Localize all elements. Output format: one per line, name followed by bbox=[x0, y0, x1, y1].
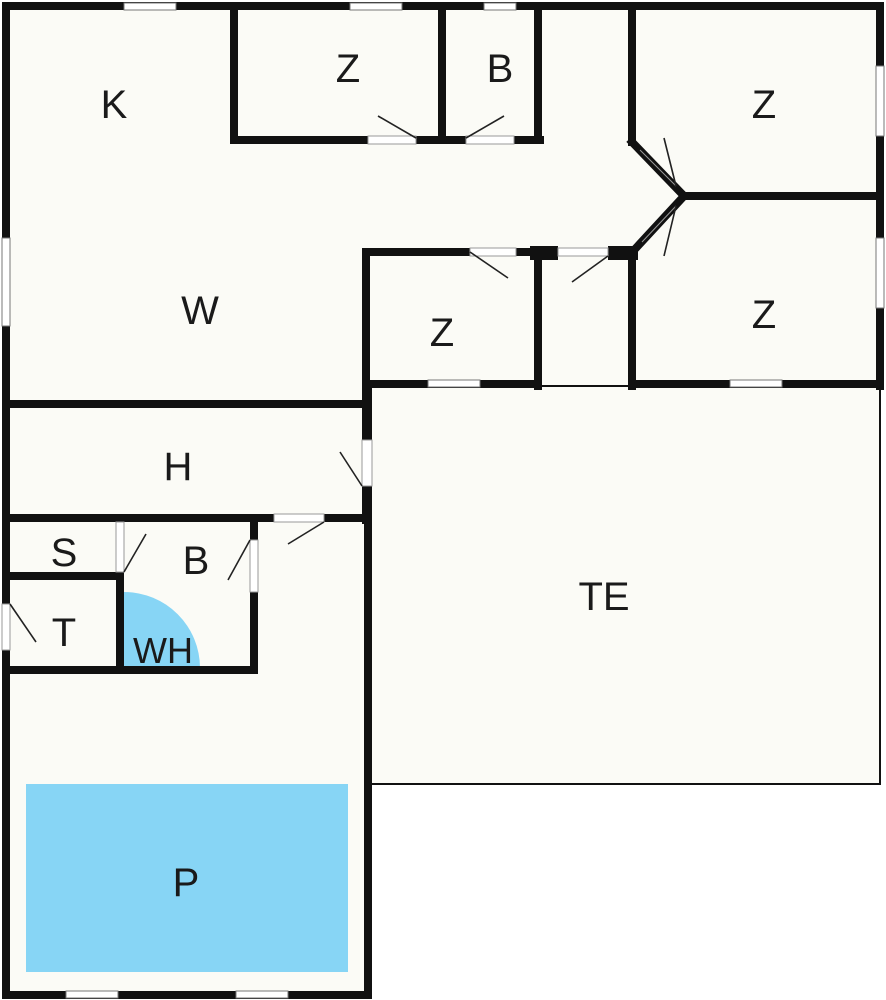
doors bbox=[1, 115, 677, 651]
door-opening bbox=[557, 247, 609, 257]
door-opening bbox=[367, 135, 417, 145]
door-swing bbox=[339, 451, 363, 487]
window bbox=[235, 990, 289, 999]
label-bedroom-top-left: Z bbox=[336, 47, 360, 91]
whirlpool-tub bbox=[124, 592, 200, 668]
door-swing bbox=[123, 533, 147, 573]
door-opening bbox=[273, 513, 325, 523]
door-opening bbox=[639, 149, 677, 187]
door-opening bbox=[465, 135, 515, 145]
label-toilet: T bbox=[52, 611, 76, 655]
label-storage: S bbox=[51, 531, 78, 575]
door-swing bbox=[377, 115, 417, 139]
window bbox=[875, 65, 885, 137]
room-labels: K W Z B Z Z Z H S T B WH TE P bbox=[51, 47, 777, 905]
door-swing bbox=[465, 115, 505, 139]
label-bath-top: B bbox=[487, 47, 514, 91]
door-opening bbox=[1, 603, 11, 651]
door-opening bbox=[115, 521, 125, 573]
door-swing bbox=[227, 539, 251, 581]
label-kitchen: K bbox=[101, 83, 128, 127]
door-swing bbox=[469, 251, 509, 279]
window bbox=[875, 237, 885, 309]
window bbox=[123, 2, 177, 11]
door-opening bbox=[361, 439, 373, 487]
main-floor bbox=[6, 6, 880, 995]
door-swing bbox=[571, 255, 609, 283]
door-swing bbox=[9, 603, 37, 643]
door-swing bbox=[287, 521, 325, 545]
pool-basin bbox=[26, 784, 348, 972]
door-opening bbox=[641, 205, 677, 243]
terrace-floor bbox=[367, 385, 881, 785]
floor-areas bbox=[6, 6, 881, 995]
window bbox=[349, 2, 403, 11]
door-swing bbox=[663, 137, 677, 187]
window bbox=[1, 237, 11, 327]
label-bedroom-middle: Z bbox=[430, 311, 454, 355]
label-bedroom-top-right: Z bbox=[752, 83, 776, 127]
label-whirlpool: WH bbox=[133, 630, 193, 671]
window bbox=[483, 2, 517, 11]
label-terrace: TE bbox=[578, 575, 629, 619]
window bbox=[427, 379, 481, 388]
label-bath-bottom: B bbox=[183, 539, 210, 583]
label-hall: H bbox=[164, 445, 193, 489]
window bbox=[65, 990, 119, 999]
wall-pillar-1 bbox=[530, 246, 558, 260]
door-opening bbox=[249, 539, 259, 593]
label-bedroom-right: Z bbox=[752, 293, 776, 337]
door-swing bbox=[663, 205, 677, 257]
window bbox=[729, 379, 783, 388]
door-opening bbox=[469, 247, 517, 257]
label-living: W bbox=[181, 289, 219, 333]
label-pool: P bbox=[173, 861, 200, 905]
